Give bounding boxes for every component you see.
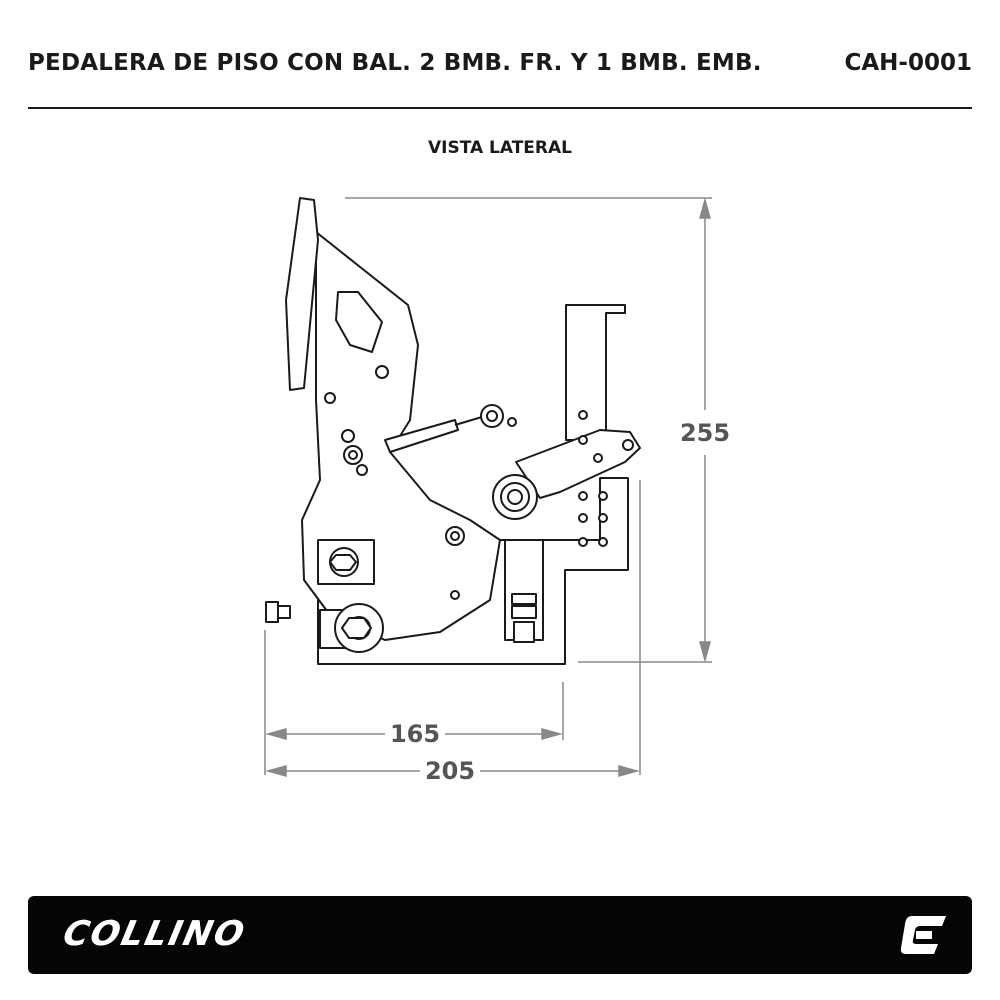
clutch-link-arm: [515, 429, 641, 499]
footer-bar: COLLINO: [28, 896, 972, 974]
header-divider: [28, 107, 972, 109]
pedal-assembly: [265, 197, 641, 665]
dimension-inner-width-label: 165: [390, 720, 440, 748]
push-rod: [384, 419, 459, 453]
dimension-total-width-label: 205: [425, 757, 475, 785]
arm-slot: [335, 291, 383, 353]
side-bolt: [265, 601, 279, 623]
product-code: CAH-0001: [844, 50, 973, 76]
dimension-height-label: 255: [680, 419, 730, 447]
brand-logo-text: COLLINO: [59, 914, 250, 954]
collino-c-logo-icon: [900, 916, 946, 954]
dimension-lines: [264, 197, 712, 777]
view-label: VISTA LATERAL: [427, 138, 573, 158]
page-title: PEDALERA DE PISO CON BAL. 2 BMB. FR. Y 1…: [28, 50, 762, 76]
pedal-pad: [285, 197, 319, 391]
clutch-cylinder-upright: [565, 304, 626, 441]
